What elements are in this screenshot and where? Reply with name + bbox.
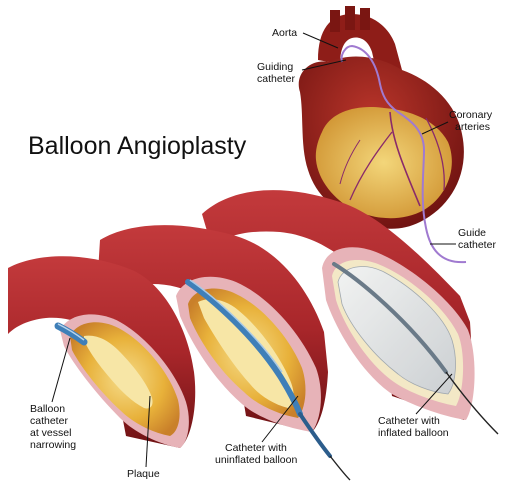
vessel-1-lumen xyxy=(84,335,153,409)
label-inflated-1: Catheter with xyxy=(378,415,440,427)
leader-coronary-arteries xyxy=(421,121,449,135)
great-vessel-1 xyxy=(330,10,340,32)
leader-balloon-catheter xyxy=(51,337,71,403)
vessel-inflated xyxy=(202,190,499,435)
label-balloon-catheter-3: at vessel xyxy=(30,427,71,439)
leader-inflated xyxy=(415,373,453,415)
label-guiding-catheter-1: Guiding xyxy=(257,61,293,73)
label-aorta: Aorta xyxy=(272,27,297,39)
leader-aorta xyxy=(302,32,339,49)
great-vessel-2 xyxy=(345,6,355,30)
vessel-narrowed xyxy=(8,256,196,448)
label-uninflated-1: Catheter with xyxy=(225,442,287,454)
catheter-uninflated xyxy=(185,279,303,417)
heart-illustration xyxy=(298,6,467,264)
label-plaque: Plaque xyxy=(127,468,160,480)
labels: Balloon Angioplasty Aorta Guiding cathet… xyxy=(28,27,496,480)
label-balloon-catheter-2: catheter xyxy=(30,415,68,427)
catheter-wire-3 xyxy=(445,371,499,435)
label-guiding-catheter-2: catheter xyxy=(257,73,295,85)
page-title: Balloon Angioplasty xyxy=(28,132,247,160)
coronary-artery-branch xyxy=(349,131,393,201)
label-uninflated-2: uninflated balloon xyxy=(215,454,297,466)
heart-fat xyxy=(315,107,452,219)
label-inflated-2: inflated balloon xyxy=(378,427,449,439)
leader-guiding-catheter xyxy=(301,59,347,71)
coronary-artery-branch-2 xyxy=(339,139,361,185)
label-balloon-catheter-1: Balloon xyxy=(30,403,65,415)
label-guide-catheter-2: catheter xyxy=(458,239,496,251)
guide-catheter-line xyxy=(340,44,467,264)
coronary-artery-right xyxy=(425,117,445,191)
inflated-balloon xyxy=(337,266,456,395)
catheter-shaft-2 xyxy=(298,412,332,458)
label-balloon-catheter-4: narrowing xyxy=(30,439,76,451)
catheter-shaft-3 xyxy=(332,262,448,374)
vessel-uninflated xyxy=(96,225,351,481)
catheter-uninflated-highlight xyxy=(189,279,283,373)
balloon-catheter-tip-highlight xyxy=(57,323,85,341)
leader-plaque xyxy=(145,395,151,468)
coronary-artery-left xyxy=(389,111,421,207)
leader-uninflated xyxy=(261,395,299,443)
label-guide-catheter-1: Guide xyxy=(458,227,486,239)
great-vessel-3 xyxy=(360,8,370,30)
label-coronary-arteries-1: Coronary xyxy=(449,109,493,121)
vessel-2-lumen xyxy=(198,299,294,408)
catheter-wire-2 xyxy=(329,455,351,481)
balloon-catheter-tip xyxy=(54,322,88,346)
label-coronary-arteries-2: arteries xyxy=(455,121,490,133)
